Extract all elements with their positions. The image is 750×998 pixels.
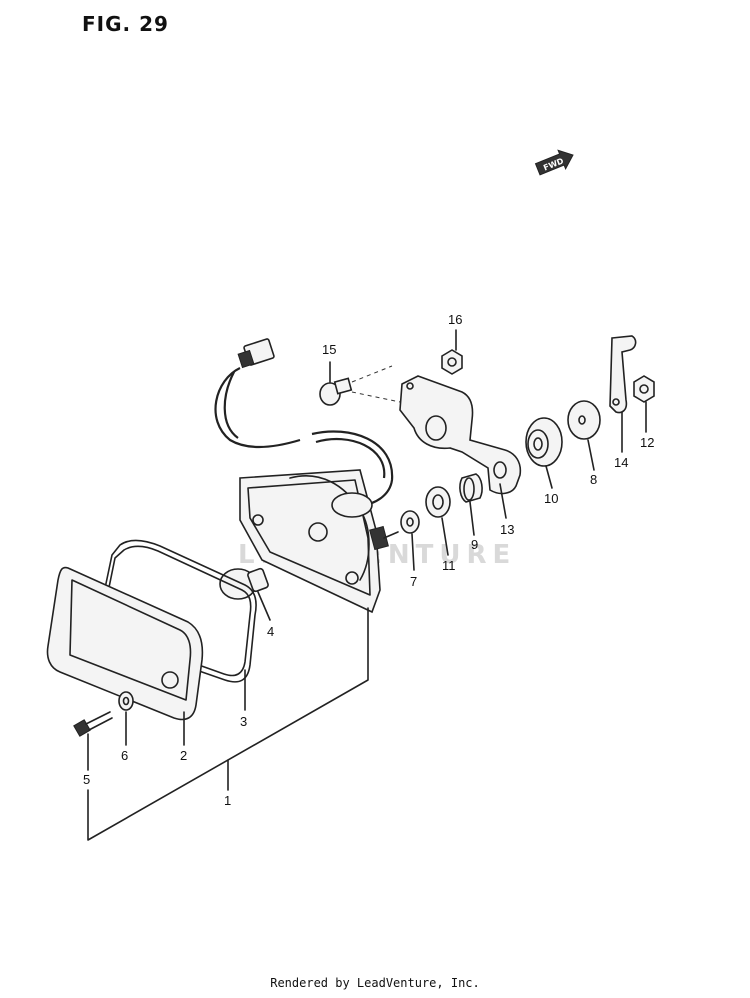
collar (459, 473, 483, 503)
bulb (219, 567, 269, 600)
callout-12: 12 (640, 435, 654, 450)
callout-7: 7 (410, 574, 417, 589)
wiring-harness (214, 338, 394, 507)
callout-3: 3 (240, 714, 247, 729)
lamp-housing (239, 469, 399, 614)
figure-title: FIG. 29 (82, 12, 169, 36)
footer-credit: Rendered by LeadVenture, Inc. (270, 976, 480, 990)
callout-8: 8 (590, 472, 597, 487)
washer (567, 400, 601, 440)
stay-bracket (609, 335, 637, 414)
callout-1: 1 (224, 793, 231, 808)
screw (73, 711, 113, 737)
forward-arrow-icon: FWD (534, 149, 574, 176)
callout-11: 11 (442, 558, 456, 573)
washer (400, 510, 420, 534)
bracket (399, 375, 522, 495)
callout-2: 2 (180, 748, 187, 763)
callout-10: 10 (544, 491, 558, 506)
callout-4: 4 (267, 624, 274, 639)
bolt (319, 365, 401, 406)
callout-5: 5 (83, 772, 90, 787)
callout-13: 13 (500, 522, 514, 537)
lens (46, 566, 204, 721)
forward-marker-text: FWD (542, 156, 565, 172)
callout-15: 15 (322, 342, 336, 357)
callout-9: 9 (471, 537, 478, 552)
washer (118, 691, 134, 711)
cushion (525, 417, 563, 467)
leader-lines (87, 329, 647, 841)
callout-16: 16 (448, 312, 462, 327)
callout-6: 6 (121, 748, 128, 763)
rubber-grommet (425, 486, 451, 518)
nut (441, 349, 463, 375)
callout-14: 14 (614, 455, 628, 470)
nut (633, 375, 655, 403)
